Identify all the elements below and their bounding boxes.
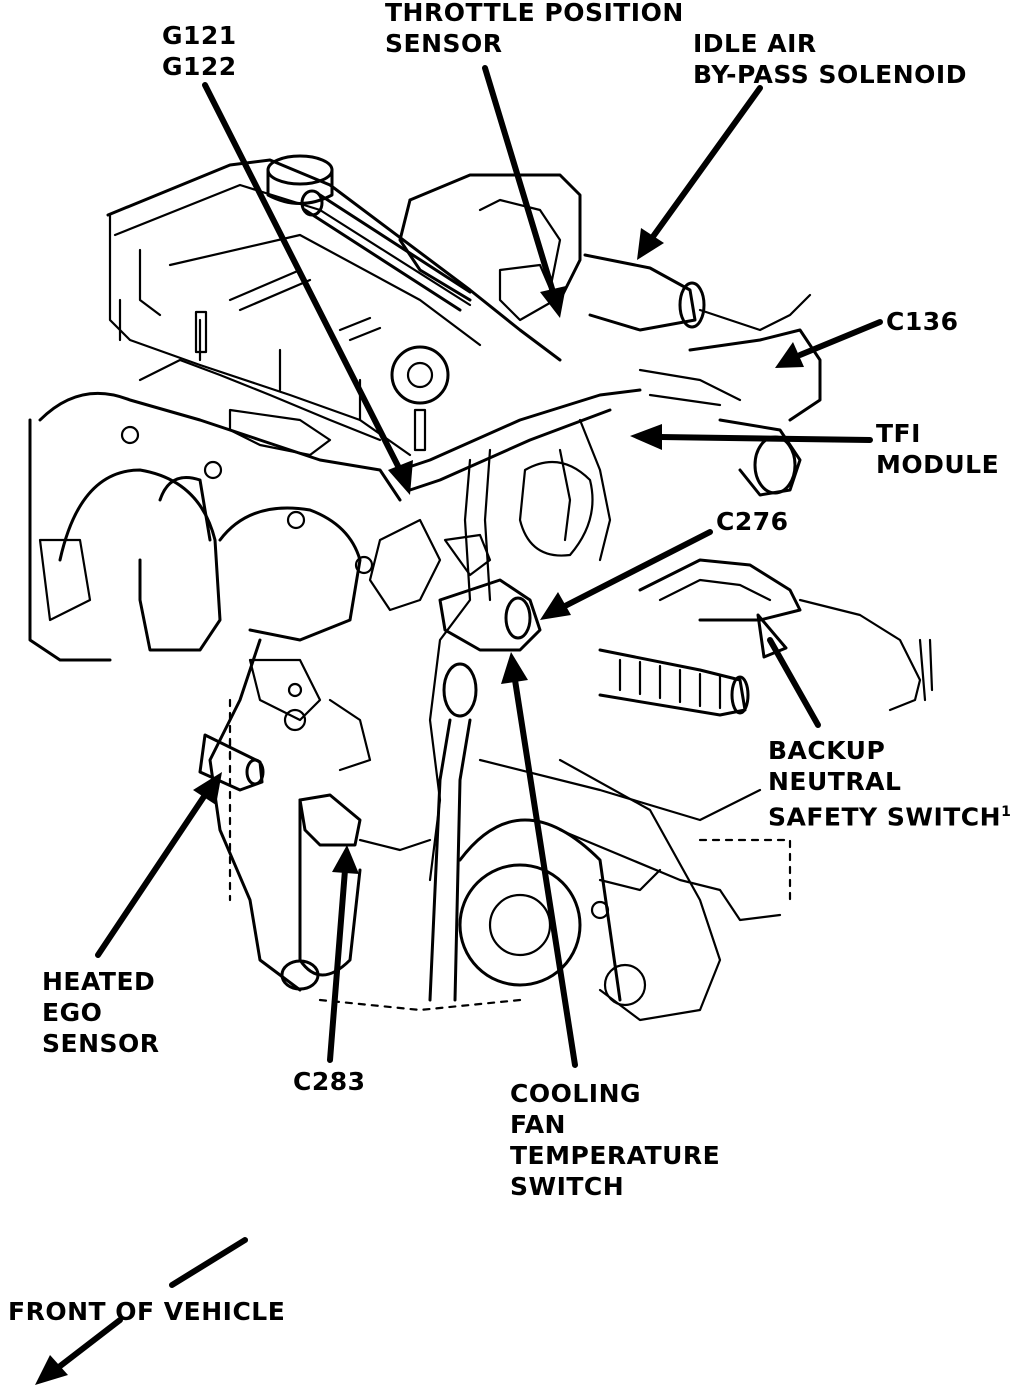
label-tfi-module: TFI MODULE [876, 418, 999, 480]
footnote-mark: 1 [1001, 804, 1011, 820]
engine-drawing [28, 154, 934, 1022]
label-heated-line3: SENSOR [42, 1029, 160, 1058]
label-c276: C276 [716, 507, 789, 536]
label-tfi-line1: TFI [876, 419, 921, 448]
label-backup-line2: NEUTRAL [768, 767, 902, 796]
front-of-vehicle-arrow [35, 1237, 248, 1385]
label-backup-neutral-safety-switch: BACKUP NEUTRAL SAFETY SWITCH1 [768, 735, 1011, 832]
backup-arrow [756, 613, 821, 728]
label-c283: C283 [293, 1067, 366, 1096]
label-g121-g122: G121 G122 [162, 20, 237, 82]
c283-arrow [327, 845, 359, 1063]
label-cooling-fan-temperature-switch: COOLING FAN TEMPERATURE SWITCH [510, 1078, 720, 1202]
label-idle-air-bypass-solenoid: IDLE AIR BY-PASS SOLENOID [693, 28, 967, 90]
throttle-arrow [482, 65, 566, 318]
label-cooling-line4: SWITCH [510, 1172, 625, 1201]
cooling-fan-arrow [501, 652, 578, 1068]
g121-arrow [202, 82, 413, 495]
label-throttle-line2: SENSOR [385, 29, 503, 58]
tfi-arrow [630, 424, 873, 450]
label-backup-line3: SAFETY SWITCH1 [768, 802, 1011, 832]
c276-arrow [540, 529, 713, 620]
label-idle-line2: BY-PASS SOLENOID [693, 60, 967, 89]
label-cooling-line3: TEMPERATURE [510, 1141, 721, 1170]
label-throttle-position-sensor: THROTTLE POSITION SENSOR [385, 0, 684, 59]
label-idle-line1: IDLE AIR [693, 29, 817, 58]
label-heated-line2: EGO [42, 998, 103, 1027]
label-heated-ego-sensor: HEATED EGO SENSOR [42, 966, 160, 1059]
label-front-of-vehicle: FRONT OF VEHICLE [8, 1297, 286, 1326]
idle-air-arrow [637, 85, 763, 260]
label-backup-line1: BACKUP [768, 736, 886, 765]
leader-arrows [35, 65, 883, 1385]
label-g121: G121 [162, 21, 237, 50]
label-cooling-line2: FAN [510, 1110, 566, 1139]
heated-ego-arrow [95, 772, 222, 958]
label-heated-line1: HEATED [42, 967, 156, 996]
label-g122: G122 [162, 52, 237, 81]
label-tfi-line2: MODULE [876, 450, 1000, 479]
label-cooling-line1: COOLING [510, 1079, 642, 1108]
label-c136: C136 [886, 307, 959, 336]
c136-arrow [775, 319, 883, 368]
label-throttle-line1: THROTTLE POSITION [385, 0, 684, 27]
